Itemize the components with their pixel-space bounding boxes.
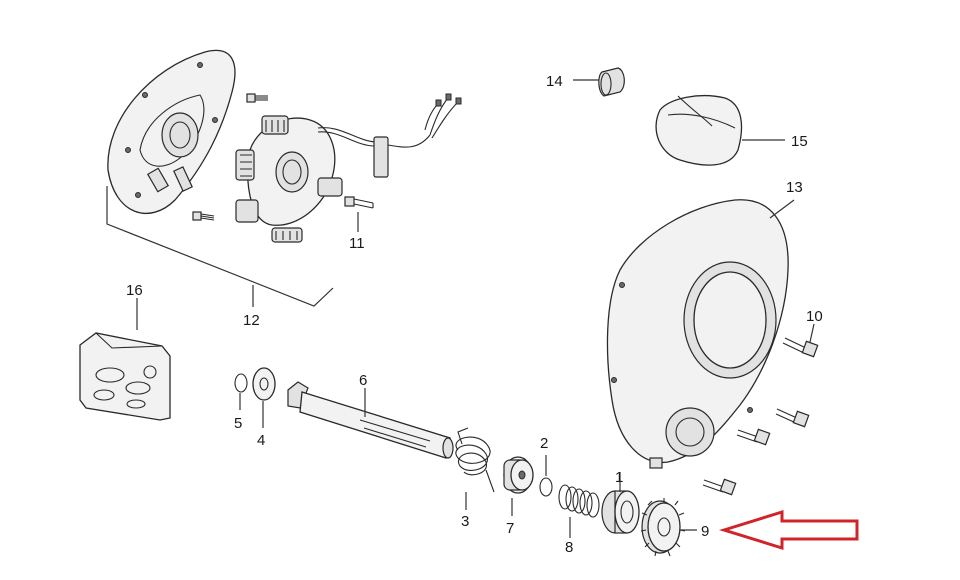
driven-gear-1 — [601, 472, 640, 534]
label-1: 1 — [615, 469, 623, 486]
label-9: 9 — [701, 523, 709, 540]
label-10: 10 — [806, 308, 823, 325]
label-12: 12 — [243, 312, 260, 329]
label-16: 16 — [126, 282, 143, 299]
screw-11 — [344, 196, 374, 209]
label-6: 6 — [359, 372, 367, 389]
label-15: 15 — [791, 133, 808, 150]
label-14: 14 — [546, 73, 563, 90]
kickstart-shaft-6 — [287, 381, 454, 459]
label-13: 13 — [786, 179, 803, 196]
label-8: 8 — [565, 539, 573, 556]
label-5: 5 — [234, 415, 242, 432]
screw-10 — [782, 323, 819, 358]
flywheel-cover-13 — [606, 199, 795, 469]
label-4: 4 — [257, 432, 265, 449]
stator-coil-assembly — [235, 93, 462, 243]
circlip-5 — [234, 373, 248, 410]
gasket-kit-16 — [79, 298, 171, 421]
circlip-2 — [539, 455, 553, 497]
grease-pouch-15 — [655, 95, 785, 166]
label-11: 11 — [349, 235, 365, 252]
screw-cover-c — [702, 478, 737, 496]
spring-8 — [558, 484, 600, 538]
stator-base-plate — [107, 49, 236, 215]
spring-3 — [455, 427, 495, 510]
highlight-arrow — [718, 509, 859, 551]
screw-lower — [192, 211, 215, 221]
gear-9 — [640, 498, 697, 557]
screw-cover-a — [775, 408, 810, 428]
label-3: 3 — [461, 513, 469, 530]
ratchet-7 — [503, 456, 534, 516]
screw-cover-b — [736, 428, 771, 446]
washer-4 — [252, 367, 276, 428]
label-7: 7 — [506, 520, 514, 537]
screw-top — [246, 93, 268, 103]
bracket-12 — [106, 186, 334, 307]
label-2: 2 — [540, 435, 548, 452]
bushing-14 — [573, 67, 625, 97]
